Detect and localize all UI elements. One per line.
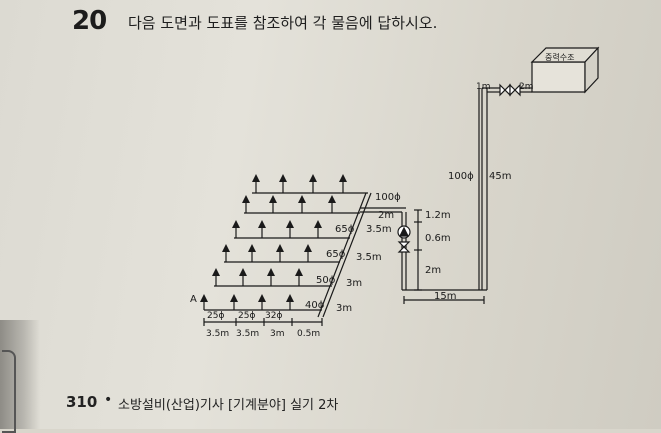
- sprinkler-head-icon: [242, 195, 250, 213]
- sprinkler-head-icon: [267, 268, 275, 286]
- main-length: 2m: [378, 210, 394, 221]
- sprinkler-head-icon: [252, 174, 260, 193]
- sprinkler-head-icon: [314, 220, 322, 238]
- spacing-1: 3.5m: [206, 329, 229, 339]
- question-text: 다음 도면과 도표를 참조하여 각 물음에 답하시오.: [128, 14, 438, 32]
- sprinkler-head-icon: [286, 294, 294, 310]
- question-number: 20: [72, 6, 107, 36]
- sprinkler-head-icon: [222, 244, 230, 262]
- branch-4-dia: 40ϕ: [305, 300, 325, 311]
- spacing-4: 0.5m: [297, 329, 320, 339]
- riser-length: 45m: [489, 171, 511, 182]
- gate-valve-lower-icon: [397, 241, 411, 253]
- branch-3-len: 3m: [346, 278, 362, 289]
- branch-4-len: 3m: [336, 303, 352, 314]
- gate-valve-icon: [509, 83, 521, 97]
- branch-2-dia: 65ϕ: [326, 249, 346, 260]
- sprinkler-head-icon: [339, 174, 347, 193]
- spacing-2: 3.5m: [236, 329, 259, 339]
- main-diameter: 100ϕ: [375, 192, 401, 203]
- gravity-tank: [530, 46, 600, 94]
- sprinkler-head-icon: [295, 268, 303, 286]
- sprinkler-head-icon: [212, 268, 220, 286]
- sprinkler-head-icon: [239, 268, 247, 286]
- sprinkler-head-icon: [258, 294, 266, 310]
- sprinkler-head-icon: [279, 174, 287, 193]
- tank-label: 중력수조: [545, 52, 574, 62]
- sprinkler-head-icon: [304, 244, 312, 262]
- point-a-label: A: [190, 294, 197, 305]
- riser-diameter: 100ϕ: [448, 171, 474, 182]
- spacing-3: 3m: [270, 329, 285, 339]
- book-spine-shadow: [0, 320, 40, 429]
- sprinkler-head-icon: [248, 244, 256, 262]
- bottom-pipe-1: 25ϕ: [207, 311, 224, 321]
- bottom-pipe-2: 25ϕ: [238, 311, 255, 321]
- sprinkler-head-icon: [286, 220, 294, 238]
- sprinkler-head-icon: [276, 244, 284, 262]
- sprinkler-head-icon: [298, 195, 306, 213]
- page-number: 310: [66, 393, 98, 411]
- sprinkler-heads: [200, 174, 347, 310]
- branch-3-dia: 50ϕ: [316, 275, 336, 286]
- sprinkler-head-icon: [200, 294, 208, 310]
- footer-bullet: •: [104, 392, 113, 408]
- feed-main: [317, 192, 367, 318]
- sprinkler-head-icon: [232, 220, 240, 238]
- book-title: 소방설비(산업)기사 [기계분야] 실기 2차: [118, 398, 339, 413]
- gap-3: 2m: [425, 265, 441, 276]
- branch-1-len: 3.5m: [366, 224, 392, 235]
- tank-link-length: 2m: [519, 82, 534, 92]
- gap-1: 1.2m: [425, 210, 451, 221]
- sprinkler-head-icon: [230, 294, 238, 310]
- bottom-length: 15m: [434, 291, 456, 302]
- gap-2: 0.6m: [425, 233, 451, 244]
- check-valve-icon: [499, 83, 511, 97]
- sprinkler-head-icon: [328, 195, 336, 213]
- sprinkler-head-icon: [309, 174, 317, 193]
- riser-top-length: 1m: [476, 82, 491, 92]
- sprinkler-head-icon: [258, 220, 266, 238]
- bottom-pipe-3: 32ϕ: [265, 311, 282, 321]
- branch-1-dia: 65ϕ: [335, 224, 355, 235]
- sprinkler-head-icon: [269, 195, 277, 213]
- branch-2-len: 3.5m: [356, 252, 382, 263]
